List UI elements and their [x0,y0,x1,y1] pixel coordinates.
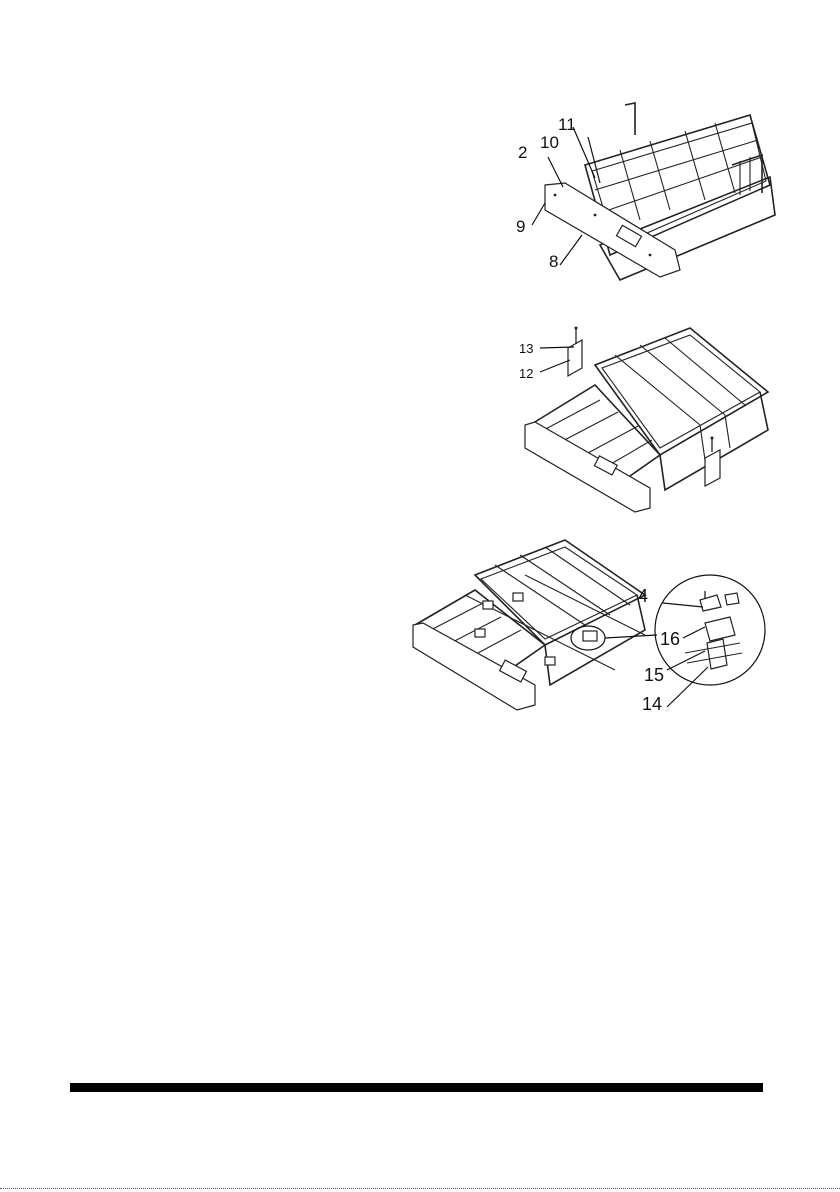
callout-2: 2 [518,143,527,162]
figure-1-fairing-assembly: 11 10 2 9 8 [500,95,830,300]
side-bracket-lower [705,437,720,487]
callout-14: 14 [642,694,662,714]
callout-12: 12 [519,366,533,381]
callout-8: 8 [549,252,558,271]
footer-rule [70,1083,763,1092]
fairing-panel [525,422,650,512]
callout-10: 10 [540,133,559,152]
callout-11: 11 [558,115,576,134]
figure-2-bracket-assembly: 13 12 [500,320,830,520]
callout-4: 4 [638,586,648,606]
callout-16: 16 [660,629,680,649]
page-edge [0,1188,840,1189]
fairing-panel [413,623,535,710]
callout-9: 9 [516,217,525,236]
figure-3-mounting-clamp-assembly: 4 16 15 14 [405,535,835,750]
rack-frame [585,103,775,280]
side-bracket-upper [568,327,582,377]
callout-15: 15 [644,665,664,685]
fairing-panel [545,183,680,277]
callout-13: 13 [519,341,533,356]
